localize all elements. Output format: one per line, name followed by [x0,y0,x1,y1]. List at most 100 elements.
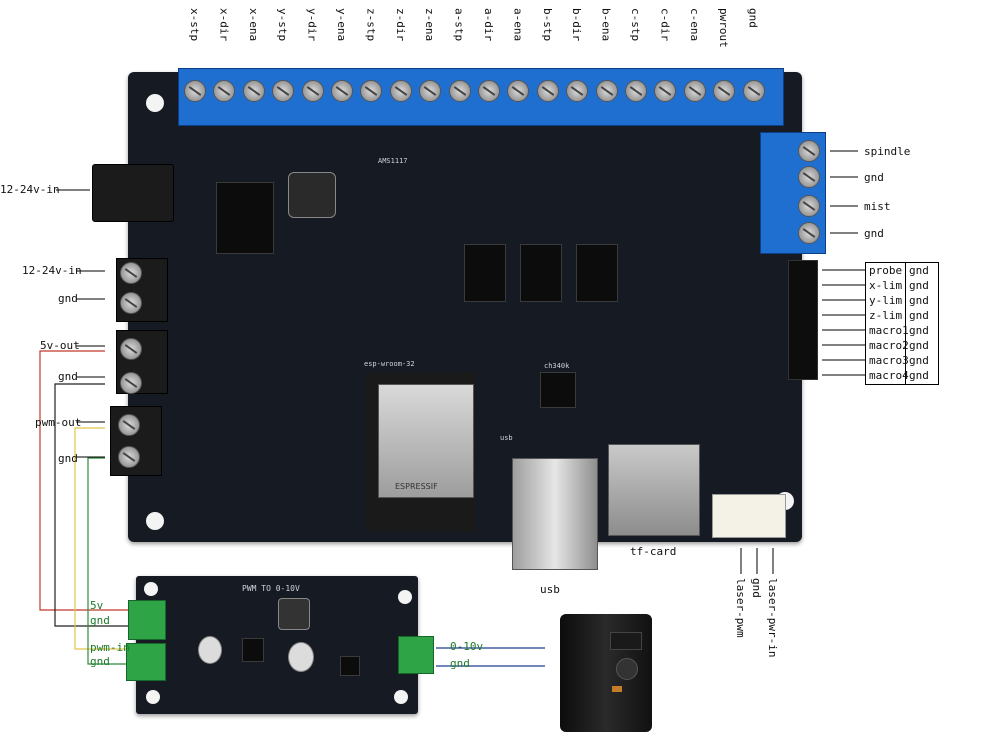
converter-output-terminal [398,636,434,674]
screw [118,446,140,468]
top-terminal-label: z-stp [364,8,378,42]
screw [389,80,412,102]
screw [798,195,820,217]
top-terminal-label: z-ena [423,8,437,42]
label-terminal-in-gnd: gnd [58,292,78,305]
capacitor [198,636,222,664]
ic-chip [242,638,264,662]
screw [242,80,265,102]
io-gnd: gnd [909,324,929,337]
barrel-jack [92,164,174,222]
ic-chip [520,244,562,302]
screw [120,262,142,284]
voltage-regulator [216,182,274,254]
usb-serial-chip [540,372,576,408]
ic-chip [576,244,618,302]
wire-5v-red [39,350,133,611]
label-terminal-in: 12-24v-in [22,264,82,277]
module-brand-text: ESPRESSIF [395,482,438,491]
ic-chip [340,656,360,676]
laser-connector [712,494,786,538]
usb-connector [512,458,598,570]
top-terminal-label: z-dir [393,8,407,42]
screw [120,372,142,394]
io-name: y-lim [866,293,906,308]
top-terminal-label: b-dir [570,8,584,42]
top-terminal-label: b-stp [540,8,554,42]
top-terminal-label: a-ena [511,8,525,42]
label-laser-pwr-in: laser-pwr-in [766,578,779,658]
converter-power-terminal [128,600,166,640]
screw [118,414,140,436]
io-gnd: gnd [909,354,929,367]
io-name: z-lim [866,308,906,323]
label-conv-pwm-gnd: gnd [90,655,110,668]
top-terminal-label: y-dir [305,8,319,42]
screw [360,80,383,102]
top-terminal-label: y-stp [276,8,290,42]
label-conv-gnd: gnd [90,614,110,627]
label-conv-pwm-in: pwm-in [90,641,130,654]
screw [536,80,559,102]
pwm-converter-board: PWM TO 0-10V [136,576,418,714]
label-barrel-in: 12-24v-in [0,183,60,196]
top-terminal-label: gnd [746,8,760,28]
top-terminal-label: x-dir [217,8,231,42]
mount-hole [146,94,164,112]
mount-hole [398,590,412,604]
screw [478,80,500,102]
screw [798,140,820,162]
converter-pwm-terminal [126,643,166,681]
screw [798,166,820,188]
top-terminal-label: a-stp [452,8,466,42]
io-gnd: gnd [909,309,929,322]
io-name: x-lim [866,278,906,293]
io-gnd: gnd [909,294,929,307]
label-spindle: spindle [864,145,911,158]
label-5v-out-gnd: gnd [58,370,78,383]
screw [448,80,471,102]
label-tf-card: tf-card [630,545,677,558]
top-terminal-label: b-ena [599,8,613,42]
screw [120,338,142,360]
inductor [288,172,336,218]
io-name: macro3 [866,353,909,368]
label-laser-pwm: laser-pwm [734,578,747,638]
wire-pwm-gnd-green [87,457,133,665]
screw [654,80,677,102]
top-terminal-label: c-dir [658,8,672,42]
label-spindle-gnd: gnd [864,171,884,184]
ic-chip [464,244,506,302]
screw [272,80,295,102]
label-conv-0-10v: 0-10v [450,640,484,653]
wire-pwm-yellow [74,427,133,650]
io-gnd: gnd [909,339,929,352]
top-terminal-label: c-stp [629,8,642,42]
label-conv-out-gnd: gnd [450,657,470,670]
label-pwm-out: pwm-out [35,416,82,429]
vfd-button [612,686,622,692]
screw [625,80,647,102]
vfd-display [610,632,642,650]
io-gnd: gnd [909,279,929,292]
io-name: probe [866,263,906,278]
screw [184,80,206,102]
top-terminal-label: y-ena [335,8,348,42]
mount-hole [146,690,160,704]
mount-hole [146,512,164,530]
io-pin-header [788,260,818,380]
controller-board: ESPRESSIF esp-wroom-32 AMS1117 ch340k us… [92,72,818,570]
label-conv-5v: 5v [90,599,104,612]
label-5v-out: 5v-out [40,339,80,352]
top-terminal-label: x-stp [188,8,201,42]
wire-5v-gnd-black [54,383,133,627]
inductor [278,598,310,630]
io-name: macro4 [866,368,909,384]
top-terminal-label: x-ena [246,8,260,42]
